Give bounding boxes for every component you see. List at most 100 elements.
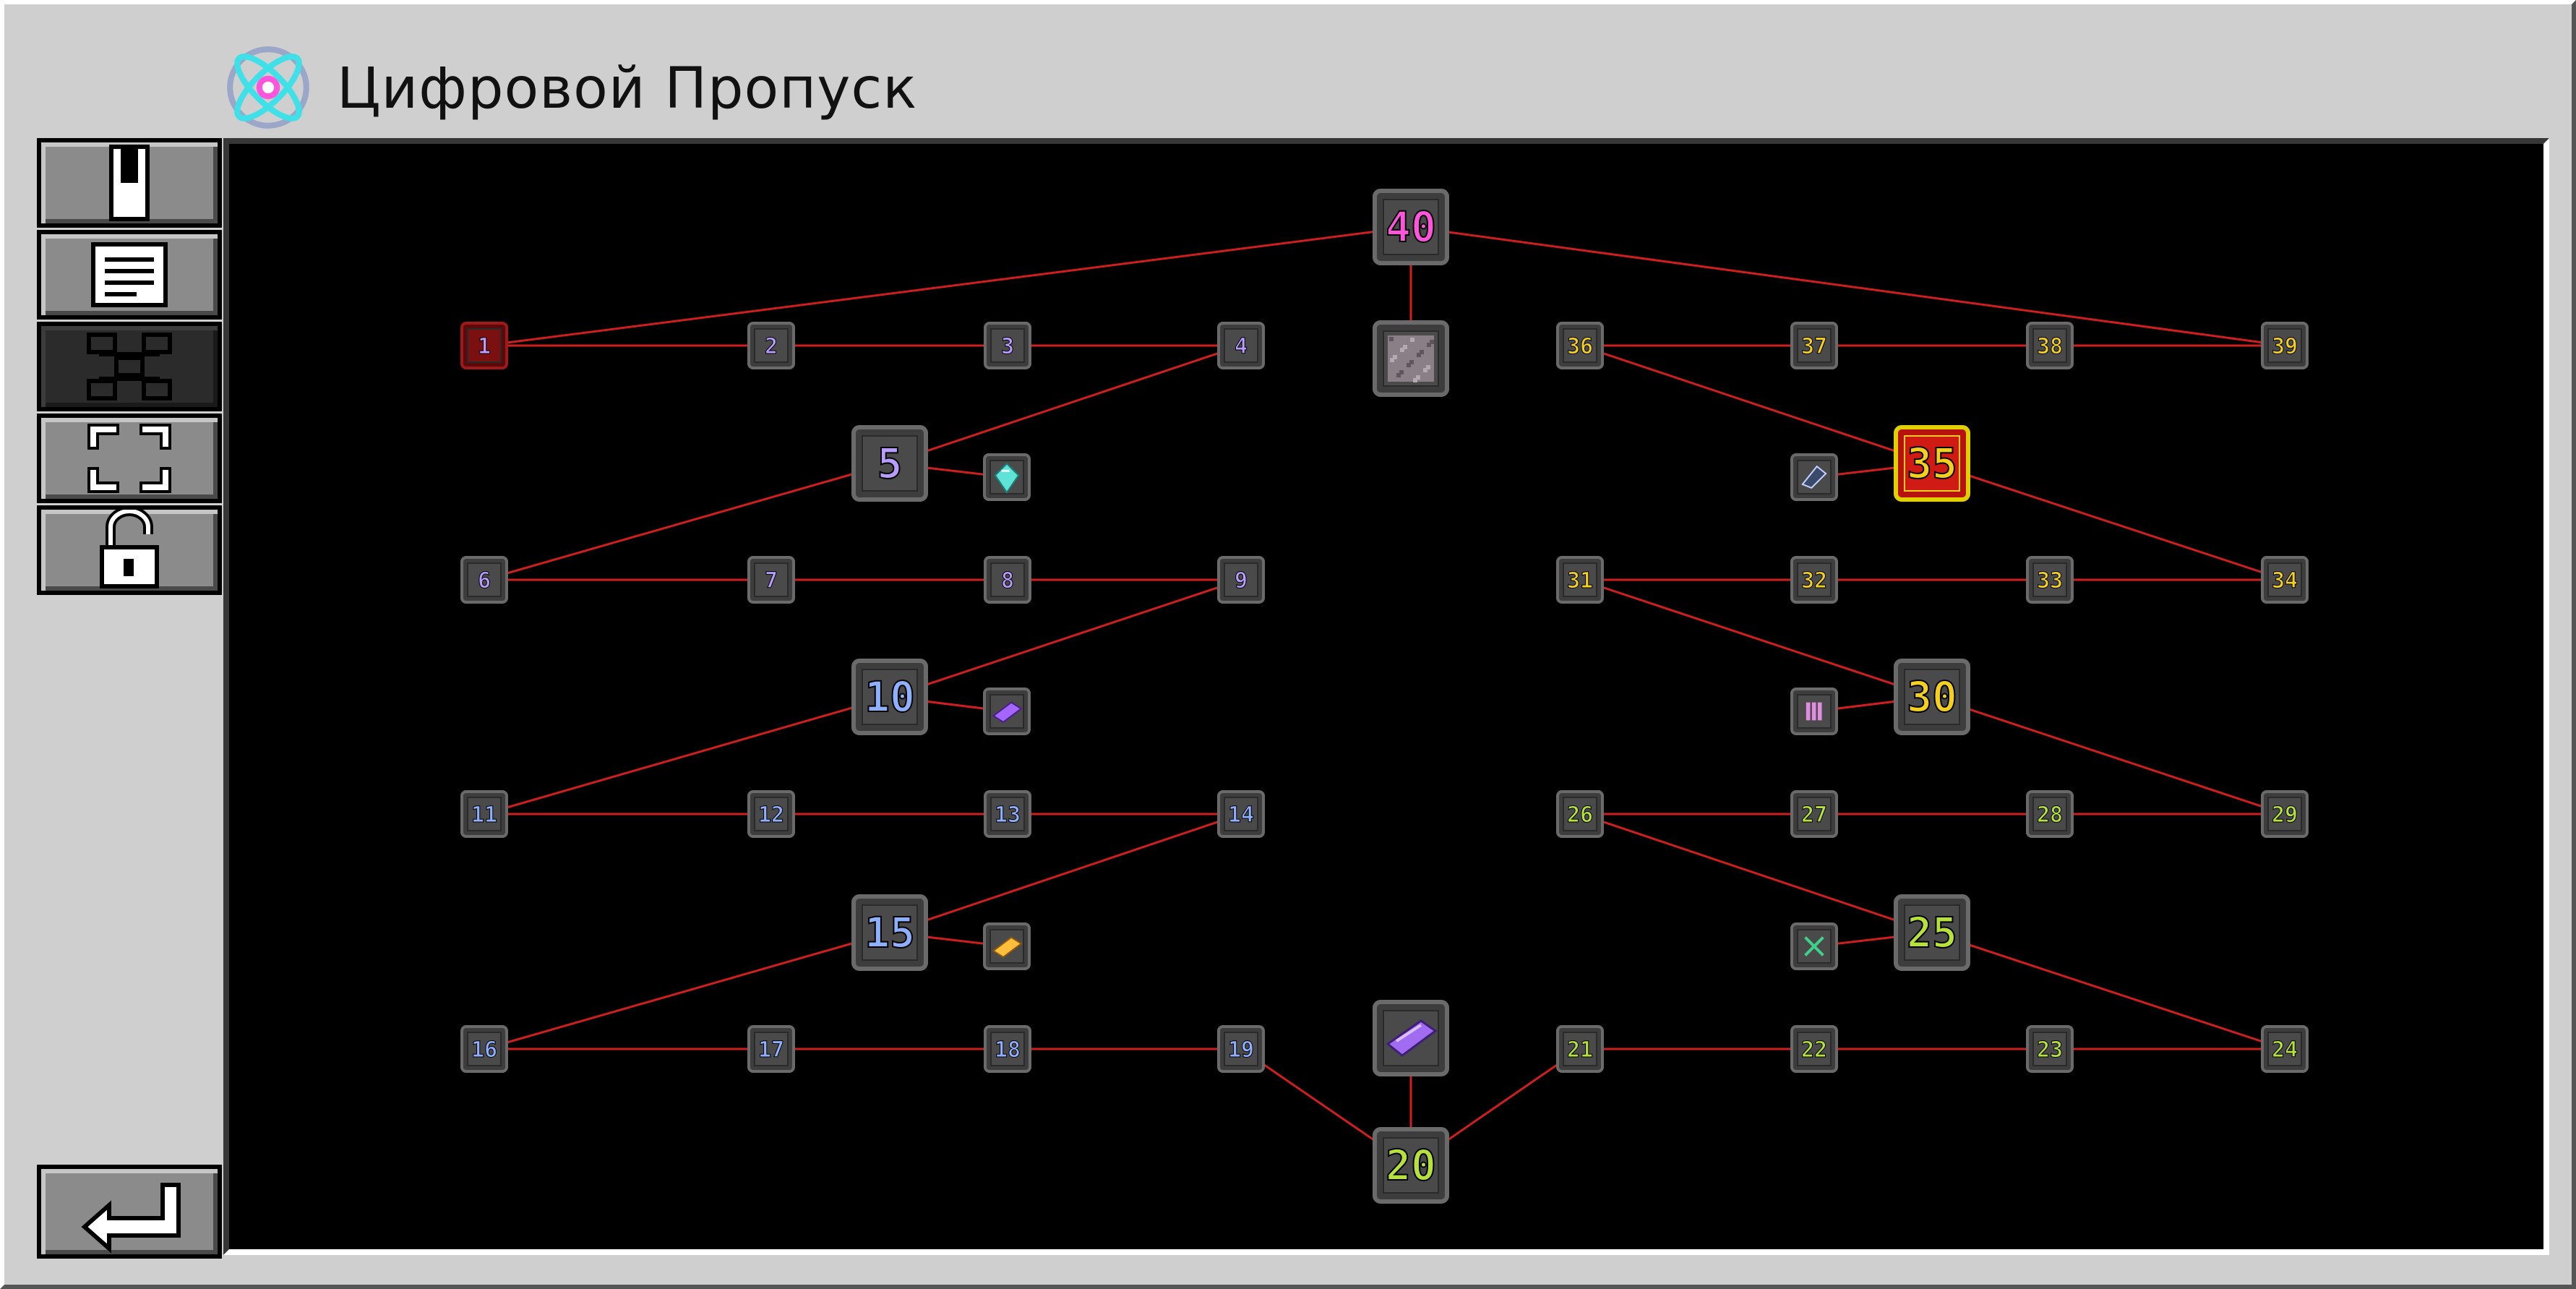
edge-35-36 bbox=[1579, 344, 1933, 465]
node-10[interactable]: 10 bbox=[851, 659, 928, 735]
node-5[interactable]: 5 bbox=[851, 425, 928, 502]
node-label: 29 bbox=[2272, 802, 2298, 828]
edge-40-39 bbox=[1410, 226, 2285, 347]
node-label: 1 bbox=[478, 334, 491, 359]
node-label: 20 bbox=[1386, 1141, 1436, 1190]
pink-cells-icon-node[interactable] bbox=[1790, 688, 1838, 735]
diamond-gem-icon bbox=[994, 462, 1020, 494]
node-30[interactable]: 30 bbox=[1894, 659, 1970, 735]
node-label: 38 bbox=[2037, 334, 2063, 359]
stone-block-icon-node[interactable] bbox=[1373, 320, 1449, 397]
edge-30-31 bbox=[1579, 578, 1933, 698]
sidebar-item-tree[interactable] bbox=[37, 322, 222, 411]
stone-block-icon bbox=[1388, 335, 1434, 382]
node-label: 21 bbox=[1567, 1037, 1593, 1063]
node-25[interactable]: 25 bbox=[1894, 894, 1970, 971]
node-label: 27 bbox=[1801, 802, 1827, 828]
node-label: 4 bbox=[1235, 334, 1248, 359]
padlock-open-icon bbox=[100, 510, 159, 588]
node-27[interactable]: 27 bbox=[1790, 790, 1838, 838]
node-22[interactable]: 22 bbox=[1790, 1025, 1838, 1073]
edges-layer bbox=[484, 226, 2285, 1167]
node-38[interactable]: 38 bbox=[2026, 322, 2074, 369]
node-label: 24 bbox=[2272, 1037, 2298, 1063]
node-40[interactable]: 40 bbox=[1373, 189, 1449, 265]
node-label: 40 bbox=[1386, 202, 1436, 252]
node-8[interactable]: 8 bbox=[984, 556, 1031, 604]
node-9[interactable]: 9 bbox=[1217, 556, 1265, 604]
node-17[interactable]: 17 bbox=[747, 1025, 795, 1073]
sidebar-item-notes[interactable] bbox=[37, 230, 222, 320]
node-label: 18 bbox=[995, 1037, 1021, 1063]
node-2[interactable]: 2 bbox=[747, 322, 795, 369]
node-label: 6 bbox=[478, 568, 491, 594]
node-label: 5 bbox=[877, 439, 903, 488]
node-12[interactable]: 12 bbox=[747, 790, 795, 838]
edge-5-6 bbox=[484, 462, 890, 581]
return-arrow-icon bbox=[81, 1183, 181, 1254]
sidebar-item-quests[interactable] bbox=[37, 138, 222, 228]
node-31[interactable]: 31 bbox=[1556, 556, 1604, 604]
node-label: 34 bbox=[2272, 568, 2298, 594]
node-23[interactable]: 23 bbox=[2026, 1025, 2074, 1073]
node-29[interactable]: 29 bbox=[2261, 790, 2309, 838]
back-button[interactable] bbox=[37, 1165, 222, 1259]
node-label: 17 bbox=[758, 1037, 784, 1063]
node-label: 33 bbox=[2037, 568, 2063, 594]
node-34[interactable]: 34 bbox=[2261, 556, 2309, 604]
purple-bar-icon-node[interactable] bbox=[1373, 1000, 1449, 1076]
node-label: 32 bbox=[1801, 568, 1827, 594]
node-label: 39 bbox=[2272, 334, 2298, 359]
node-4[interactable]: 4 bbox=[1217, 322, 1265, 369]
node-label: 12 bbox=[758, 802, 784, 828]
node-35[interactable]: 35 bbox=[1894, 425, 1970, 502]
purple-ingot-icon-node[interactable] bbox=[983, 688, 1031, 735]
node-26[interactable]: 26 bbox=[1556, 790, 1604, 838]
node-1[interactable]: 1 bbox=[460, 322, 508, 369]
node-label: 23 bbox=[2037, 1037, 2063, 1063]
edge-24-25 bbox=[1931, 931, 2285, 1050]
node-24[interactable]: 24 bbox=[2261, 1025, 2309, 1073]
node-36[interactable]: 36 bbox=[1556, 322, 1604, 369]
dark-crystal-icon-node[interactable] bbox=[1790, 453, 1838, 501]
node-label: 30 bbox=[1907, 672, 1957, 721]
node-39[interactable]: 39 bbox=[2261, 322, 2309, 369]
gold-ingot-icon bbox=[992, 936, 1023, 959]
node-7[interactable]: 7 bbox=[747, 556, 795, 604]
node-6[interactable]: 6 bbox=[460, 556, 508, 604]
fullscreen-icon bbox=[87, 424, 171, 493]
sidebar-item-unlock[interactable] bbox=[37, 505, 222, 595]
edge-14-15 bbox=[889, 813, 1242, 934]
node-11[interactable]: 11 bbox=[460, 790, 508, 838]
node-label: 28 bbox=[2037, 802, 2063, 828]
node-label: 36 bbox=[1567, 334, 1593, 359]
diamond-gem-icon-node[interactable] bbox=[983, 453, 1031, 501]
node-16[interactable]: 16 bbox=[460, 1025, 508, 1073]
edge-40-1 bbox=[484, 226, 1412, 347]
node-label: 8 bbox=[1001, 568, 1014, 594]
sidebar-item-fullscreen[interactable] bbox=[37, 414, 222, 503]
node-28[interactable]: 28 bbox=[2026, 790, 2074, 838]
node-37[interactable]: 37 bbox=[1790, 322, 1838, 369]
node-label: 26 bbox=[1567, 802, 1593, 828]
node-21[interactable]: 21 bbox=[1556, 1025, 1604, 1073]
node-14[interactable]: 14 bbox=[1217, 790, 1265, 838]
pink-cells-icon bbox=[1806, 702, 1822, 721]
edge-25-26 bbox=[1579, 813, 1933, 934]
node-label: 11 bbox=[471, 802, 497, 828]
node-label: 7 bbox=[765, 568, 778, 594]
node-33[interactable]: 33 bbox=[2026, 556, 2074, 604]
node-19[interactable]: 19 bbox=[1217, 1025, 1265, 1073]
node-32[interactable]: 32 bbox=[1790, 556, 1838, 604]
purple-ingot-icon bbox=[992, 701, 1023, 724]
node-label: 10 bbox=[864, 672, 915, 721]
node-13[interactable]: 13 bbox=[984, 790, 1031, 838]
quantum-disc-icon bbox=[227, 46, 309, 129]
node-20[interactable]: 20 bbox=[1373, 1127, 1449, 1204]
gold-ingot-icon-node[interactable] bbox=[983, 922, 1031, 970]
green-emblem-icon-node[interactable] bbox=[1790, 922, 1838, 970]
node-18[interactable]: 18 bbox=[984, 1025, 1031, 1073]
node-3[interactable]: 3 bbox=[984, 322, 1031, 369]
node-15[interactable]: 15 bbox=[851, 894, 928, 971]
